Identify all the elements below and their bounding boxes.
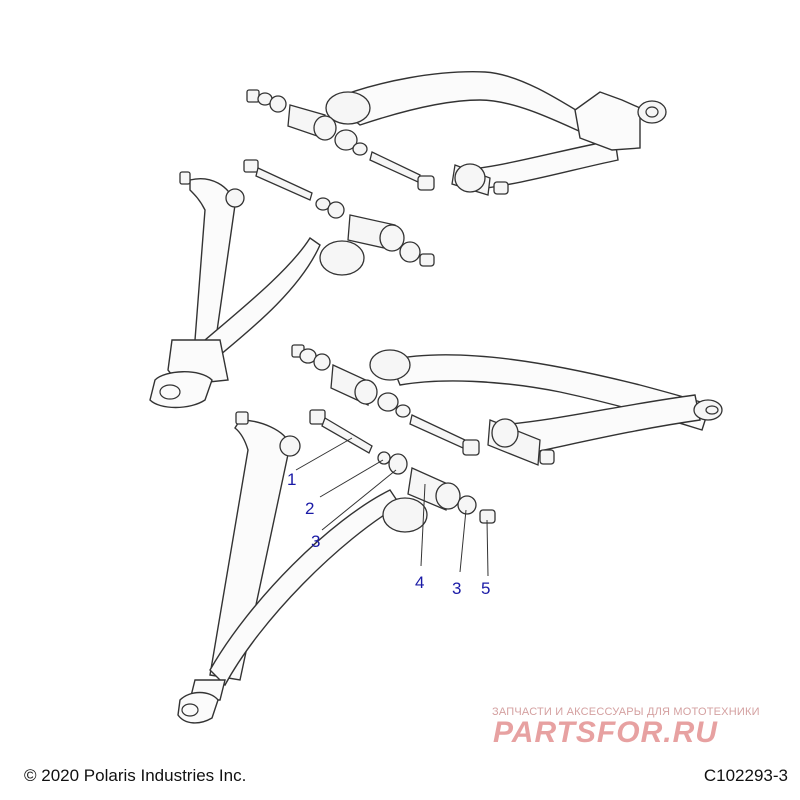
lower-arm-rear xyxy=(369,349,723,466)
callout-5: 5 xyxy=(481,579,490,598)
upper-arm-front xyxy=(149,171,365,409)
diagram-code: C102293-3 xyxy=(703,766,788,785)
lower-arm-front xyxy=(177,411,428,724)
copyright-text: © 2020 Polaris Industries Inc. xyxy=(24,766,247,785)
lower-arm-front-hardware xyxy=(309,409,496,524)
watermark-tagline: ЗАПЧАСТИ И АКСЕССУАРЫ ДЛЯ МОТОТЕХНИКИ xyxy=(492,706,760,718)
lower-arm-rear-hardware xyxy=(291,344,480,456)
upper-arm-front-hardware xyxy=(243,159,435,267)
callout-3-washer: 3 xyxy=(311,532,320,551)
upper-arm-rear xyxy=(325,71,667,196)
callout-3-washer-outer: 3 xyxy=(452,579,461,598)
callout-1: 1 xyxy=(287,470,296,489)
callout-2: 2 xyxy=(305,499,314,518)
callout-leaders xyxy=(295,437,489,577)
watermark-brand: PARTSFOR.RU xyxy=(493,716,718,749)
upper-arm-rear-hardware xyxy=(246,89,435,191)
callout-4: 4 xyxy=(415,573,424,592)
